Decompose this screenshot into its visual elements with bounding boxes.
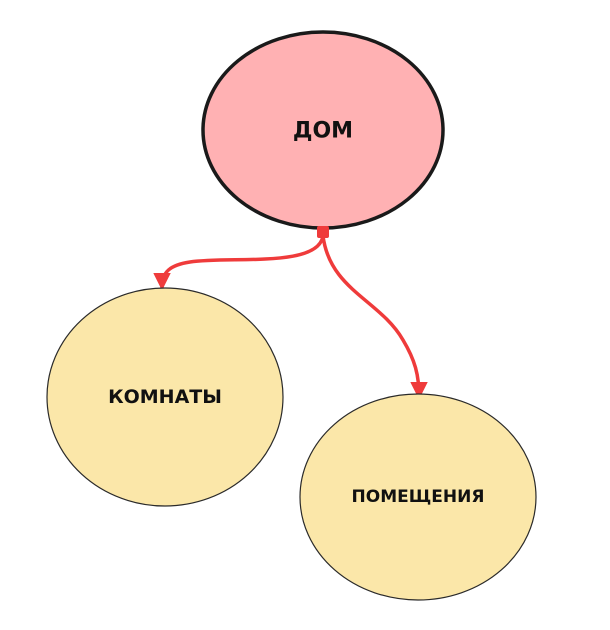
node-dom[interactable]: ДОМ — [201, 30, 445, 230]
connection-port[interactable] — [317, 226, 329, 238]
connector-root-to-pomescheniya — [321, 234, 428, 400]
node-pomescheniya[interactable]: ПОМЕЩЕНИЯ — [299, 393, 537, 601]
node-komnaty-ellipse — [46, 287, 284, 507]
node-pomescheniya-ellipse — [299, 393, 537, 601]
connector-root-to-komnaty — [153, 234, 325, 291]
node-komnaty-label: КОМНАТЫ — [108, 386, 222, 408]
node-komnaty[interactable]: КОМНАТЫ — [46, 287, 284, 507]
node-dom-label: ДОМ — [293, 119, 353, 144]
node-pomescheniya-label: ПОМЕЩЕНИЯ — [352, 487, 485, 507]
